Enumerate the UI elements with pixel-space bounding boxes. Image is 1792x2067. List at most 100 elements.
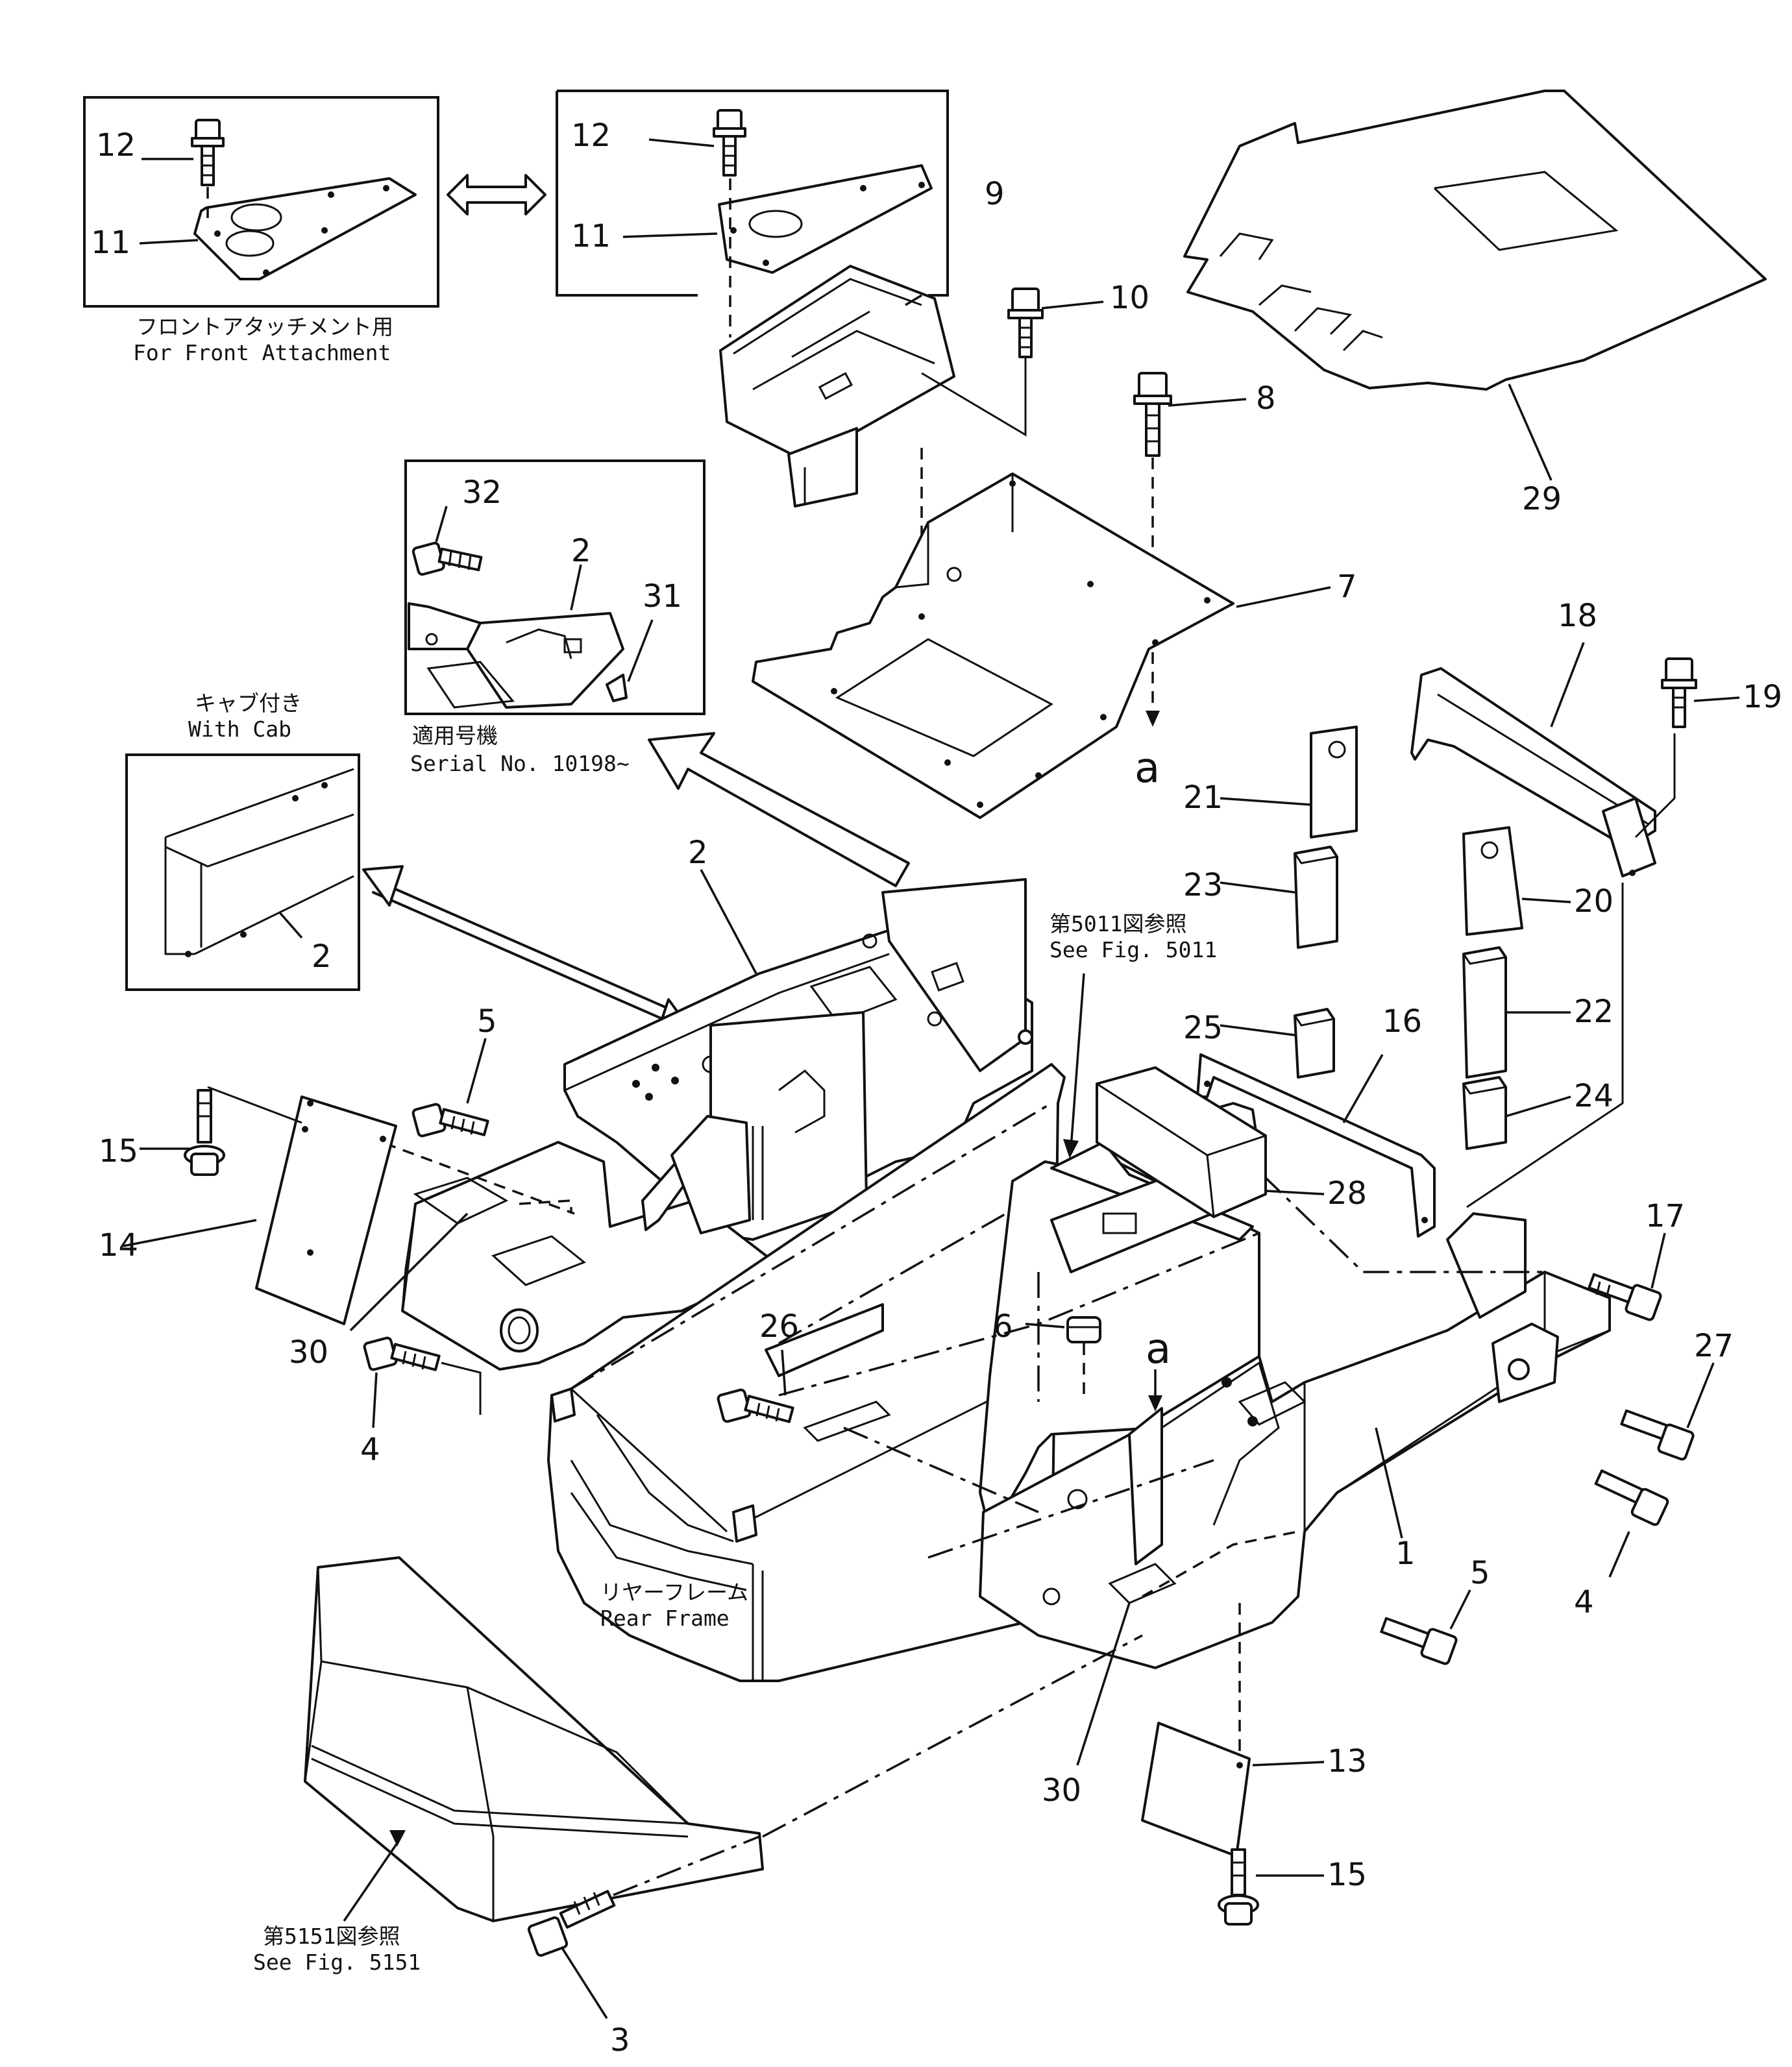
- callout-10: 10: [1110, 280, 1149, 316]
- plate-20: [1462, 826, 1571, 936]
- callout-25: 25: [1183, 1010, 1223, 1046]
- callout-16: 16: [1382, 1003, 1422, 1040]
- bolt-5-bottom-icon: [1380, 1589, 1471, 1665]
- arrow-5011: [1063, 973, 1085, 1158]
- note-rear-frame-en: Rear Frame: [600, 1606, 730, 1631]
- counterweight-cover: [304, 1556, 1143, 1922]
- bolt-4-left-icon: [363, 1336, 482, 1428]
- bolt-15-bottom-icon: [1218, 1848, 1324, 1926]
- bolt-10-icon: [1007, 287, 1104, 358]
- inset-standard-cover: [556, 90, 949, 337]
- note-see-5011-jp: 第5011図参照: [1049, 911, 1186, 936]
- callout-19: 19: [1743, 679, 1782, 715]
- note-serial-jp: 適用号機: [412, 723, 498, 748]
- bolt-32-icon: [411, 541, 483, 576]
- block-28: [1096, 1066, 1325, 1218]
- callout-5: 5: [1470, 1555, 1490, 1591]
- left-step-assembly: [311, 1115, 780, 1371]
- note-with-cab-jp: キャブ付き: [195, 691, 302, 716]
- callout-4: 4: [1574, 1584, 1594, 1621]
- note-rear-frame-jp: リヤーフレーム: [600, 1580, 748, 1605]
- callout-13: 13: [1327, 1743, 1367, 1780]
- block-24: [1462, 1076, 1571, 1150]
- callout-2: 2: [312, 938, 332, 975]
- plate-21: [1220, 726, 1358, 838]
- bolt-3-icon: [527, 1835, 760, 2019]
- callout-27: 27: [1694, 1328, 1734, 1364]
- view-a-label: a: [1146, 1325, 1171, 1373]
- note-see-5011-en: See Fig. 5011: [1049, 937, 1217, 962]
- notes: フロントアタッチメント用 For Front Attachment キャブ付き …: [133, 314, 1217, 1975]
- callout-15: 15: [1327, 1857, 1367, 1893]
- floor-mat-29: [1183, 90, 1767, 481]
- callout-20: 20: [1574, 883, 1614, 920]
- inset-serial: [404, 459, 706, 715]
- callout-14: 14: [99, 1227, 138, 1264]
- callout-21: 21: [1183, 779, 1223, 816]
- callout-22: 22: [1574, 994, 1614, 1030]
- bolt-19-icon: [1661, 657, 1740, 728]
- callout-2: 2: [571, 533, 591, 569]
- bolt-12-icon: [191, 119, 225, 186]
- block-22: [1462, 946, 1571, 1079]
- console-box-9: [719, 265, 1027, 617]
- callout-15: 15: [99, 1133, 138, 1169]
- bolt-15-icon: [140, 1089, 225, 1176]
- double-arrow-icon: [447, 174, 546, 215]
- callout-8: 8: [1256, 380, 1276, 417]
- callout-30: 30: [1042, 1772, 1081, 1809]
- callout-9: 9: [985, 176, 1005, 212]
- note-see-5151-en: See Fig. 5151: [253, 1950, 421, 1975]
- note-with-cab-en: With Cab: [188, 716, 291, 742]
- callout-1: 1: [1395, 1535, 1416, 1572]
- bolt-5-top-icon: [411, 1038, 489, 1138]
- callout-17: 17: [1645, 1198, 1685, 1234]
- callout-5: 5: [477, 1003, 497, 1040]
- note-see-5151-jp: 第5151図参照: [263, 1924, 400, 1949]
- callout-11: 11: [571, 218, 611, 254]
- bolt-26-icon: [717, 1349, 794, 1423]
- note-front-attachment-en: For Front Attachment: [133, 340, 391, 365]
- bolt-27-icon: [1620, 1362, 1715, 1461]
- inset-front-attachment: [83, 96, 439, 308]
- bolt-12-icon: [713, 109, 746, 177]
- bolt-4-right-icon: [1594, 1469, 1669, 1578]
- bracket-18: [1410, 642, 1676, 1208]
- callout-12: 12: [96, 127, 136, 164]
- callout-18: 18: [1558, 598, 1597, 634]
- arrow-a-bottom: [1148, 1369, 1162, 1412]
- inset-with-cab: [125, 753, 360, 991]
- callout-3: 3: [610, 2022, 630, 2059]
- callout-29: 29: [1522, 481, 1562, 517]
- cap-6-icon: [1025, 1316, 1101, 1402]
- callout-6: 6: [993, 1308, 1013, 1345]
- callout-7: 7: [1337, 569, 1357, 605]
- callout-11: 11: [91, 225, 130, 261]
- long-double-arrow-icon: [362, 865, 696, 1040]
- callout-12: 12: [571, 117, 611, 154]
- large-arrow-icon: [648, 732, 910, 887]
- callout-4: 4: [360, 1432, 380, 1468]
- callout-2: 2: [688, 835, 708, 871]
- rear-frame: [547, 1063, 1066, 1682]
- callout-32: 32: [462, 474, 502, 511]
- cover-14: [123, 1086, 397, 1325]
- callout-28: 28: [1327, 1175, 1367, 1212]
- callout-26: 26: [759, 1308, 799, 1345]
- bolt-8-icon: [1133, 372, 1247, 727]
- block-23: [1220, 846, 1338, 949]
- note-serial-en: Serial No. 10198~: [410, 751, 630, 776]
- leader-30a: [349, 1212, 469, 1332]
- callout-labels: 12 11 12 11 9 10 8 29 7 32 2 31 18 19 21…: [91, 117, 1782, 2059]
- callout-31: 31: [643, 578, 682, 615]
- bolt-17-icon: [1588, 1232, 1666, 1321]
- leader-30b: [1076, 1602, 1131, 1766]
- view-a-label: a: [1135, 744, 1160, 792]
- callout-23: 23: [1183, 867, 1223, 903]
- block-25: [1220, 1008, 1335, 1079]
- callout-24: 24: [1574, 1078, 1614, 1114]
- floor-plate-7: [752, 472, 1331, 819]
- callout-30: 30: [289, 1334, 328, 1371]
- note-front-attachment-jp: フロントアタッチメント用: [136, 314, 393, 339]
